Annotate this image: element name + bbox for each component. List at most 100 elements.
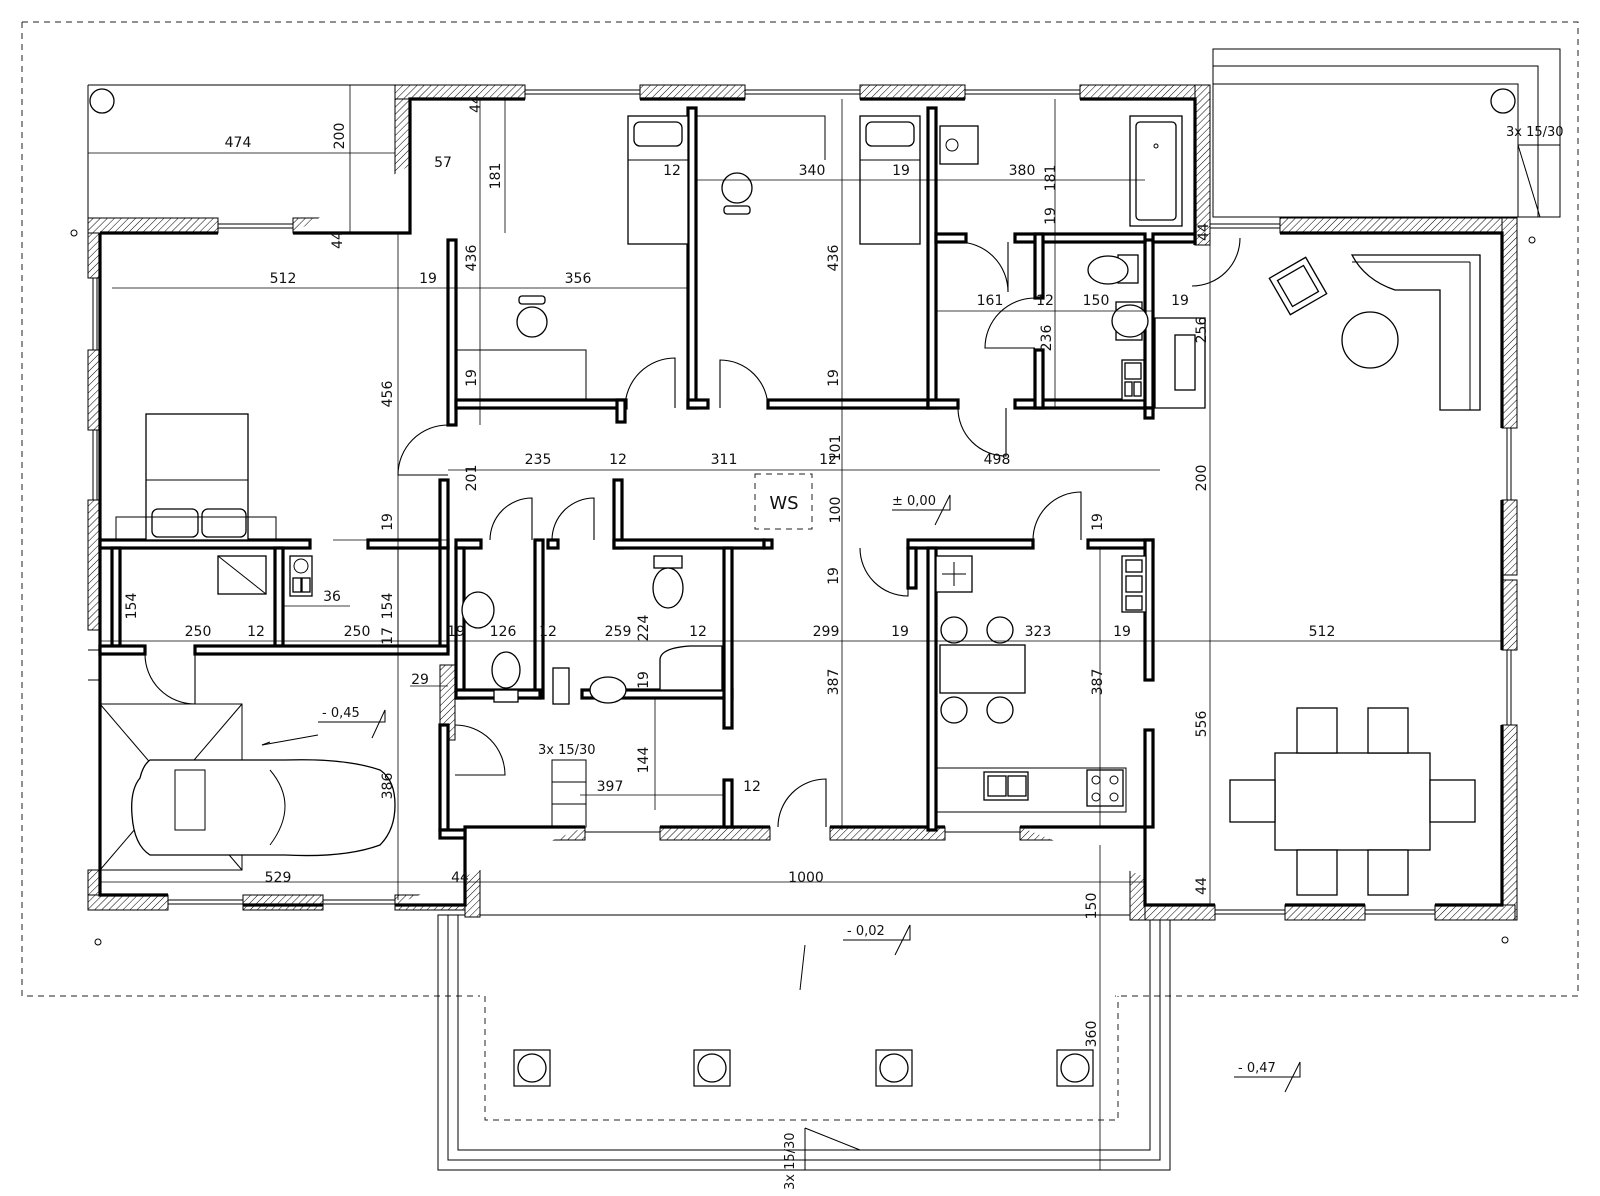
sink-icon bbox=[461, 591, 495, 629]
dim-259: 259 bbox=[605, 624, 632, 640]
stair-top-right-label: 3x 15/30 bbox=[1506, 125, 1564, 140]
shower-icon bbox=[659, 645, 723, 691]
dim-154b: 154 bbox=[380, 593, 396, 620]
dim-44c: 44 bbox=[451, 870, 469, 886]
level-zero: ± 0,00 bbox=[892, 494, 936, 509]
office-chair-icon bbox=[721, 172, 753, 215]
dim-498: 498 bbox=[984, 452, 1011, 468]
dim-456: 456 bbox=[380, 381, 396, 408]
dim-12: 12 bbox=[663, 163, 681, 179]
dim-17: 17 bbox=[380, 627, 396, 645]
stair-labels: 3x 15/30 3x 15/30 3x 15/30 bbox=[538, 125, 1564, 1190]
sink-icon bbox=[1111, 301, 1149, 341]
dim-12d: 12 bbox=[819, 452, 837, 468]
dim-235: 235 bbox=[525, 452, 552, 468]
dimension-labels: 474 200 44 181 57 12 340 19 380 181 19 4… bbox=[124, 95, 1335, 1047]
dim-44d: 44 bbox=[1194, 877, 1210, 895]
boiler-icon bbox=[1121, 555, 1147, 613]
level-markers bbox=[261, 494, 1301, 1093]
toilet-icon bbox=[1087, 254, 1139, 285]
sink-icon bbox=[589, 676, 627, 704]
dim-224: 224 bbox=[636, 615, 652, 642]
dim-44b: 44 bbox=[1196, 223, 1212, 241]
column-1 bbox=[513, 1049, 551, 1087]
dim-19: 19 bbox=[892, 163, 910, 179]
dim-181: 181 bbox=[488, 163, 504, 190]
level-outside: - 0,47 bbox=[1238, 1061, 1276, 1076]
armchair-icon bbox=[1268, 256, 1328, 316]
dim-126: 126 bbox=[490, 624, 517, 640]
dim-19j: 19 bbox=[447, 624, 465, 640]
covered-porch bbox=[87, 84, 395, 220]
dim-556: 556 bbox=[1194, 711, 1210, 738]
dim-12g: 12 bbox=[689, 624, 707, 640]
dim-436b: 436 bbox=[826, 245, 842, 272]
boiler-icon bbox=[1121, 359, 1145, 401]
dim-19f: 19 bbox=[826, 369, 842, 387]
furniture bbox=[99, 115, 1481, 896]
dim-360: 360 bbox=[1084, 1021, 1100, 1048]
dim-12f: 12 bbox=[539, 624, 557, 640]
dim-201: 201 bbox=[464, 465, 480, 492]
dim-1000: 1000 bbox=[788, 870, 824, 886]
toilet-icon bbox=[652, 555, 684, 609]
desk bbox=[696, 115, 826, 160]
level-terrace: - 0,02 bbox=[847, 924, 885, 939]
dim-44: 44 bbox=[468, 95, 484, 113]
dim-144: 144 bbox=[636, 747, 652, 774]
kitchen-table-icon bbox=[939, 616, 1026, 724]
fireplace-icon bbox=[1154, 317, 1206, 409]
dim-356: 356 bbox=[565, 271, 592, 287]
dining-table-icon bbox=[1229, 707, 1476, 896]
plot-boundary bbox=[21, 21, 1579, 997]
dim-200b: 200 bbox=[1194, 465, 1210, 492]
dim-36: 36 bbox=[323, 589, 341, 605]
dim-200: 200 bbox=[332, 123, 348, 150]
corner-markers bbox=[70, 229, 1536, 946]
coffee-table bbox=[1341, 311, 1399, 369]
column-3 bbox=[875, 1049, 913, 1087]
dim-474: 474 bbox=[225, 135, 252, 151]
bathtub-icon bbox=[1129, 115, 1183, 227]
dim-512b: 512 bbox=[1309, 624, 1336, 640]
car-icon bbox=[99, 703, 396, 871]
dim-387b: 387 bbox=[1090, 669, 1106, 696]
dimension-lines bbox=[88, 85, 1502, 1170]
dim-311: 311 bbox=[711, 452, 738, 468]
level-labels: ± 0,00 - 0,45 - 0,02 - 0,47 bbox=[322, 494, 1276, 1076]
dim-19b: 19 bbox=[1043, 207, 1059, 225]
dim-19e: 19 bbox=[464, 369, 480, 387]
office-chair-icon bbox=[516, 295, 548, 338]
dim-101: 101 bbox=[828, 435, 844, 462]
fridge-icon bbox=[935, 555, 973, 593]
level-garage: - 0,45 bbox=[322, 706, 360, 721]
dim-236: 236 bbox=[1039, 325, 1055, 352]
dim-57: 57 bbox=[434, 155, 452, 171]
dim-12e: 12 bbox=[247, 624, 265, 640]
terrace-columns bbox=[513, 1049, 1094, 1087]
dim-19i: 19 bbox=[826, 567, 842, 585]
dim-512: 512 bbox=[270, 271, 297, 287]
dim-181b: 181 bbox=[1043, 165, 1059, 192]
boiler-icon bbox=[552, 667, 570, 705]
dim-19g: 19 bbox=[380, 513, 396, 531]
dim-387: 387 bbox=[826, 669, 842, 696]
single-bed-icon bbox=[627, 115, 689, 245]
dim-397: 397 bbox=[597, 779, 624, 795]
double-bed-icon bbox=[115, 413, 277, 541]
dim-19k: 19 bbox=[891, 624, 909, 640]
dim-12h: 12 bbox=[743, 779, 761, 795]
dim-19h: 19 bbox=[1090, 513, 1106, 531]
dim-100: 100 bbox=[828, 497, 844, 524]
stair-terrace-label: 3x 15/30 bbox=[783, 1132, 798, 1190]
dim-250b: 250 bbox=[344, 624, 371, 640]
dim-150b: 150 bbox=[1084, 893, 1100, 920]
desk bbox=[455, 349, 587, 401]
dim-29: 29 bbox=[411, 672, 429, 688]
dim-436: 436 bbox=[464, 245, 480, 272]
toilet-icon bbox=[491, 651, 521, 703]
dim-250: 250 bbox=[185, 624, 212, 640]
dim-12c: 12 bbox=[609, 452, 627, 468]
washing-machine-icon bbox=[939, 125, 979, 165]
